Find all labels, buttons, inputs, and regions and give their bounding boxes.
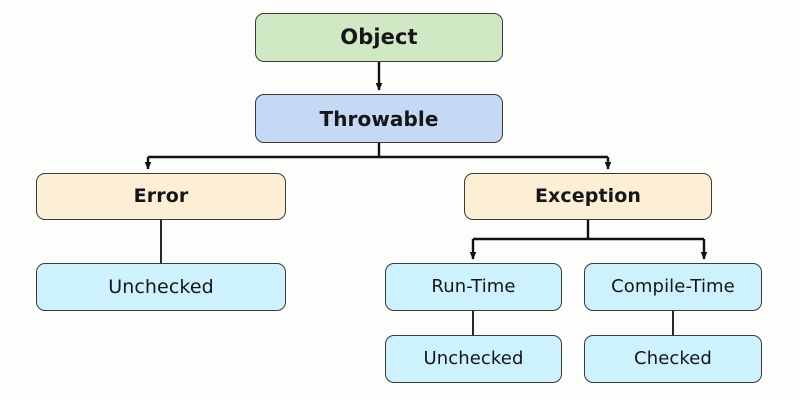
node-object-label: Object <box>340 25 418 49</box>
node-runtime-exception-label: Run-Time <box>431 276 516 297</box>
node-runtime-unchecked-label: Unchecked <box>423 348 524 369</box>
node-object[interactable]: Object <box>255 13 503 62</box>
node-runtime-exception[interactable]: Run-Time <box>385 263 562 311</box>
node-compile-time-exception-label: Compile-Time <box>611 276 735 297</box>
node-throwable[interactable]: Throwable <box>255 94 503 143</box>
node-exception-label: Exception <box>534 185 642 207</box>
node-compile-time-exception[interactable]: Compile-Time <box>584 263 762 311</box>
node-error-label: Error <box>133 185 189 207</box>
edge-throwable-split <box>148 143 608 159</box>
node-error[interactable]: Error <box>36 173 286 220</box>
node-compile-time-checked-label: Checked <box>634 348 712 369</box>
node-exception[interactable]: Exception <box>464 173 712 220</box>
node-throwable-label: Throwable <box>319 106 439 131</box>
node-compile-time-checked[interactable]: Checked <box>584 335 762 383</box>
node-runtime-unchecked[interactable]: Unchecked <box>385 335 562 383</box>
node-error-unchecked-label: Unchecked <box>108 275 214 298</box>
node-error-unchecked[interactable]: Unchecked <box>36 263 286 311</box>
edge-exception-split <box>473 220 704 241</box>
